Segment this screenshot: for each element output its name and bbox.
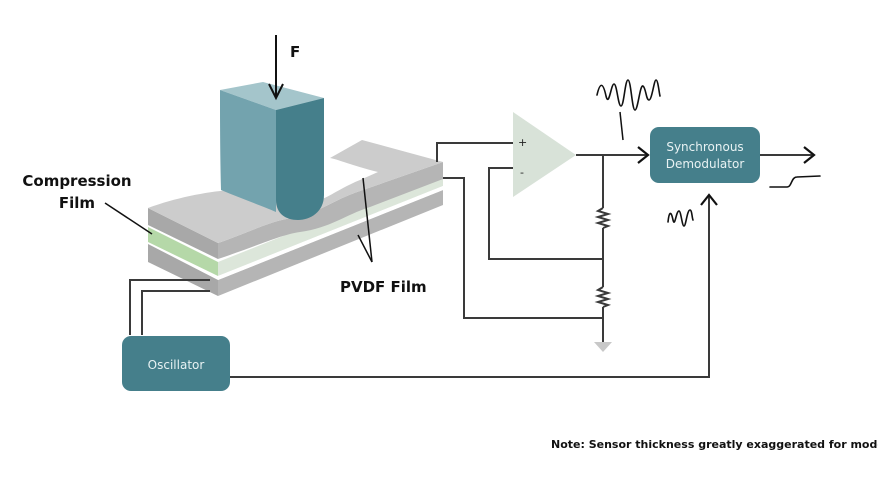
bottom-pvdf-layer-front	[218, 190, 443, 296]
compression-film-label-line2: Film	[59, 194, 95, 212]
top-pvdf-layer-side	[148, 208, 218, 259]
resistor-lower	[594, 286, 612, 308]
bottom-pvdf-layer-side	[148, 244, 218, 296]
op-amp-plus: +	[518, 136, 527, 149]
demod-label-line1: Synchronous	[666, 140, 743, 154]
modulated-signal-pointer	[619, 111, 624, 141]
press-block	[220, 82, 324, 220]
top-pvdf-layer-front	[218, 162, 443, 259]
note-text: Note: Sensor thickness greatly exaggerat…	[551, 438, 878, 451]
top-pvdf-layer-surface	[148, 140, 443, 243]
film-gap	[218, 186, 443, 280]
pvdf-film-label: PVDF Film	[340, 278, 427, 296]
press-top-face	[220, 82, 324, 110]
sensor-stack	[148, 140, 443, 296]
demod-ref-arrowhead	[700, 193, 718, 206]
pvdf-pointer-bottom	[357, 234, 373, 263]
modulated-signal-waveform	[596, 79, 661, 111]
op-amp-minus: -	[520, 166, 524, 179]
force-label: F	[290, 43, 300, 61]
demod-input-arrowhead	[637, 146, 650, 164]
reference-signal-waveform	[667, 209, 694, 227]
demod-output-arrowhead	[803, 146, 816, 164]
demod-label-line2: Demodulator	[666, 157, 745, 171]
compression-film-side	[148, 227, 218, 276]
press-front-face	[220, 90, 276, 212]
oscillator-label: Oscillator	[148, 358, 205, 372]
synchronous-demodulator-block: Synchronous Demodulator	[650, 127, 760, 183]
circuit-wires	[129, 142, 812, 378]
pvdf-pointer-top	[362, 177, 373, 263]
ground-symbol	[594, 342, 612, 352]
op-amp	[513, 112, 576, 197]
output-signal-waveform	[769, 175, 821, 188]
resistor-upper	[594, 207, 612, 229]
compression-film-label-line1: Compression	[22, 172, 131, 190]
oscillator-block: Oscillator	[122, 336, 230, 391]
force-arrow	[268, 35, 284, 101]
press-side-face	[276, 98, 324, 220]
compression-film-pointer	[104, 202, 153, 235]
